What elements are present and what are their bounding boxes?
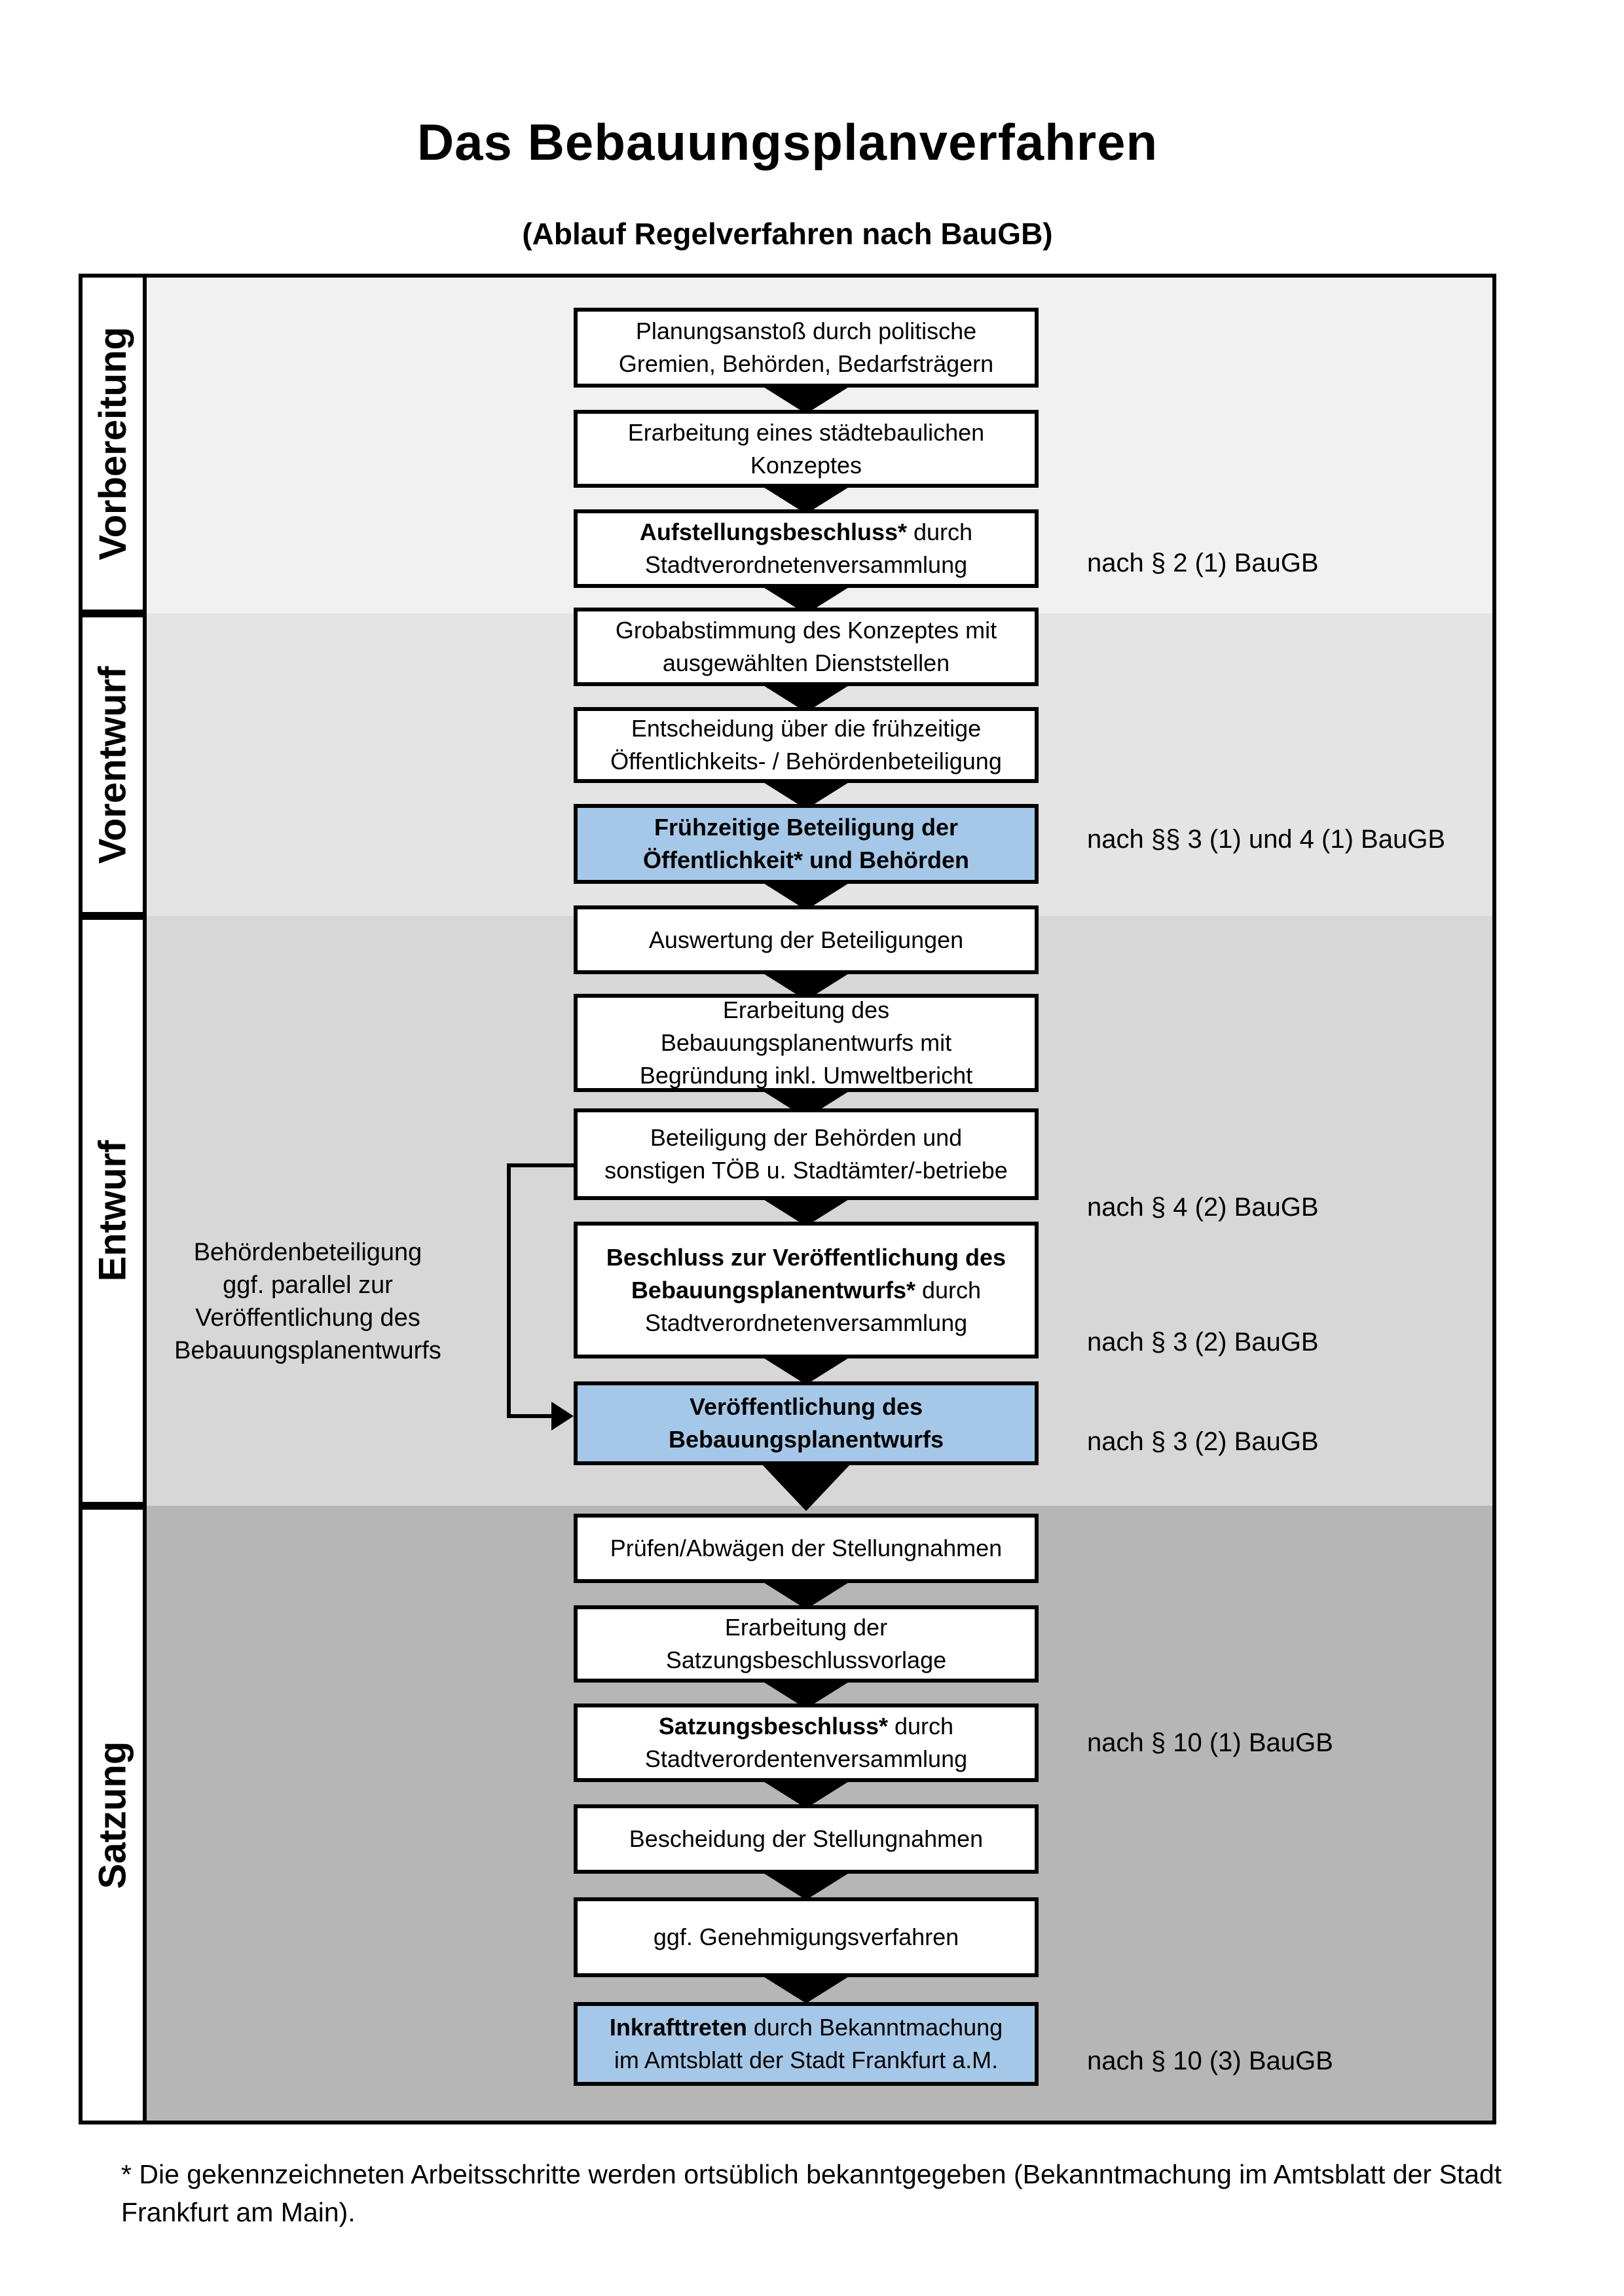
flow-step: Bescheidung der Stellungnahmen: [574, 1804, 1039, 1874]
phase-label: Entwurf: [91, 1140, 134, 1282]
flow-arrow-down-icon: [760, 1356, 852, 1385]
legal-ref: nach § 3 (2) BauGB: [1087, 1427, 1319, 1456]
flow-arrow-down-icon: [760, 1580, 852, 1609]
page-subtitle: (Ablauf Regelverfahren nach BauGB): [522, 217, 1053, 251]
parallel-note-line: Veröffentlichung des: [195, 1304, 420, 1332]
footnote: * Die gekennzeichneten Arbeitsschritte w…: [121, 2159, 1502, 2227]
parallel-note-line: ggf. parallel zur: [223, 1271, 393, 1299]
flow-step: Prüfen/Abwägen der Stellungnahmen: [574, 1514, 1039, 1583]
parallel-connector-top-line: [507, 1163, 574, 1167]
phase-label-cell-vorentwurf: Vorentwurf: [79, 613, 147, 916]
phase-label-cell-entwurf: Entwurf: [79, 916, 147, 1506]
phase-label: Satzung: [91, 1741, 134, 1889]
flow-step-text: Prüfen/Abwägen der Stellungnahmen: [610, 1535, 1003, 1561]
flow-arrow-down-icon: [760, 385, 852, 414]
legal-ref: nach §§ 3 (1) und 4 (1) BauGB: [1087, 825, 1445, 854]
phase-label-cell-satzung: Satzung: [79, 1506, 147, 2124]
legal-ref: nach § 10 (3) BauGB: [1087, 2047, 1333, 2075]
parallel-note-line: Bebauungsplanentwurfs: [174, 1337, 441, 1364]
legal-ref: nach § 10 (1) BauGB: [1087, 1728, 1333, 1757]
flow-step-text: Bescheidung der Stellungnahmen: [629, 1825, 984, 1852]
flow-arrow-down-icon: [760, 1197, 852, 1226]
flow-arrow-down-icon: [760, 1871, 852, 1900]
legal-ref: nach § 3 (2) BauGB: [1087, 1328, 1319, 1357]
legal-ref: nach § 4 (2) BauGB: [1087, 1193, 1319, 1222]
flow-arrow-down-icon: [760, 1779, 852, 1808]
flow-arrow-down-icon: [760, 485, 852, 514]
parallel-note: Behördenbeteiligung ggf. parallel zur Ve…: [144, 1236, 471, 1367]
flow-step: ggf. Genehmigungsverfahren: [574, 1897, 1039, 1977]
parallel-arrow-right-icon: [551, 1402, 574, 1430]
legal-ref: nach § 2 (1) BauGB: [1087, 549, 1319, 577]
parallel-note-line: Behördenbeteiligung: [193, 1239, 422, 1266]
parallel-connector-bottom-line: [507, 1414, 554, 1418]
parallel-connector-vertical-line: [507, 1163, 511, 1418]
phase-label: Vorbereitung: [91, 327, 134, 560]
flow-arrow-down-icon: [760, 1975, 852, 2003]
flow-arrow-down-icon: [760, 1463, 852, 1511]
flow-step: Auswertung der Beteiligungen: [574, 905, 1039, 974]
flow-step-text: ggf. Genehmigungsverfahren: [653, 1923, 959, 1950]
flow-arrow-down-icon: [760, 881, 852, 910]
page-title: Das Bebauungsplanverfahren: [416, 113, 1158, 171]
phase-label-cell-vorbereitung: Vorbereitung: [79, 274, 147, 613]
phase-label: Vorentwurf: [91, 666, 134, 864]
flow-step-text: Auswertung der Beteiligungen: [648, 926, 964, 953]
